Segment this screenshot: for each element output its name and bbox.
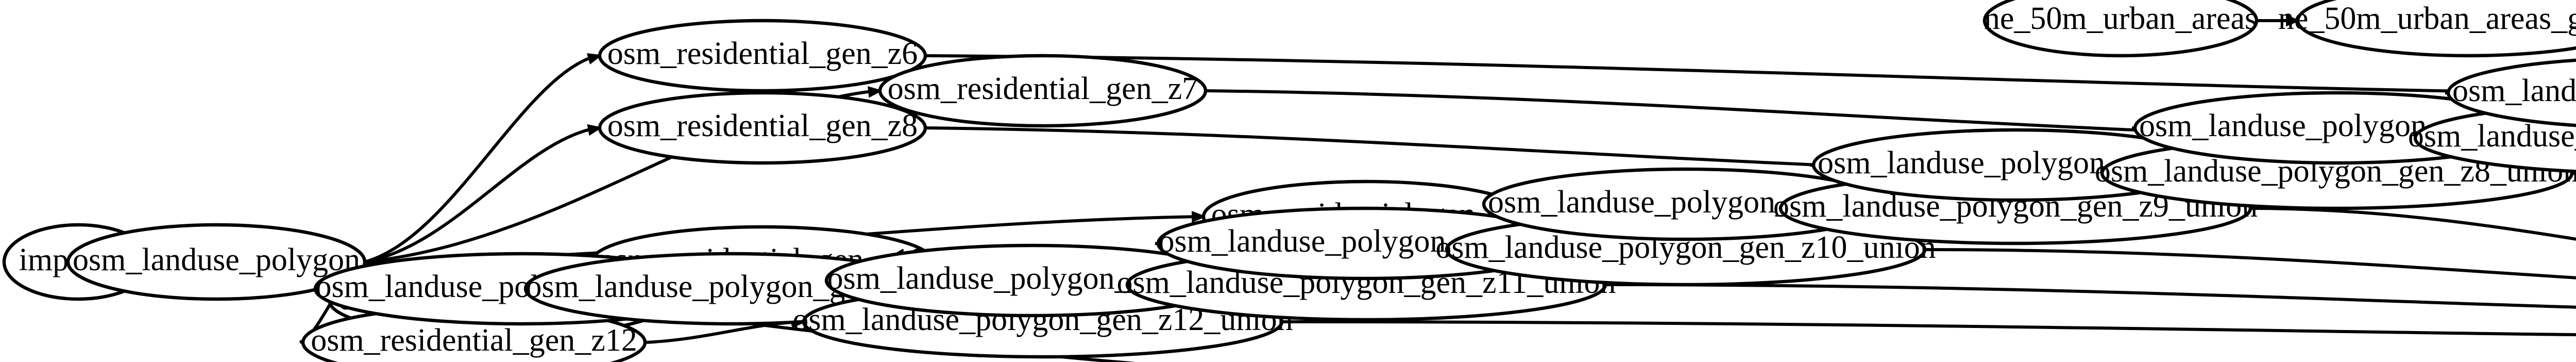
graph-node-ne_50m_urban_areas[interactable]: ne_50m_urban_areas xyxy=(1982,0,2259,58)
edge-osm_landuse_polygon_gen_z9_union--layer_landuse xyxy=(2250,207,2576,241)
node-label: ne_50m_urban_areas_gen_z5 xyxy=(2278,1,2576,36)
graph-node-osm_residential_gen_z7[interactable]: osm_residential_gen_z7 xyxy=(878,54,1208,128)
graph-node-osm_residential_gen_z6[interactable]: osm_residential_gen_z6 xyxy=(598,19,927,93)
node-shape xyxy=(2446,58,2576,127)
node-shape xyxy=(1982,0,2259,58)
edge-arrowhead xyxy=(587,124,603,136)
node-label: osm_residential_gen_z12 xyxy=(311,323,637,358)
edge-osm_landuse_polygon_gen_z10_union--layer_landuse xyxy=(1924,248,2576,279)
node-shape xyxy=(2296,0,2576,58)
node-label: osm_residential_gen_z6 xyxy=(607,36,918,71)
node-shape xyxy=(878,54,1208,128)
node-label: osm_landuse_polygon_gen_z6 xyxy=(2452,73,2576,108)
edge-osm_landuse_polygon_gen_z12_union--layer_landuse xyxy=(1281,320,2576,337)
edge-arrowhead xyxy=(1192,211,1207,223)
edge-osm_landuse_polygon--osm_residential_gen_z6 xyxy=(364,54,597,264)
graph-node-ne_50m_urban_areas_gen_z5[interactable]: ne_50m_urban_areas_gen_z5 xyxy=(2278,0,2576,58)
graph-node-osm_landuse_polygon[interactable]: osm_landuse_polygon xyxy=(66,223,367,301)
edge-osm_landuse_polygon_gen_z11_union--layer_landuse xyxy=(1605,283,2576,309)
graph-node-osm_residential_gen_z8[interactable]: osm_residential_gen_z8 xyxy=(598,91,927,165)
node-label: osm_residential_gen_z8 xyxy=(607,108,918,143)
node-shape xyxy=(66,223,367,301)
node-shape xyxy=(598,19,927,93)
node-label: osm_residential_gen_z7 xyxy=(888,71,1198,106)
edge-arrowhead xyxy=(2286,14,2301,27)
node-shape xyxy=(598,91,927,165)
edge-arrowhead xyxy=(868,86,883,98)
edge-osm_landuse_polygon--osm_residential_gen_z8 xyxy=(364,126,597,264)
graph-node-osm_landuse_polygon_gen_z6[interactable]: osm_landuse_polygon_gen_z6 xyxy=(2446,58,2576,128)
node-label: osm_landuse_polygon xyxy=(73,242,360,277)
edge-arrowhead xyxy=(586,53,603,65)
node-label: ne_50m_urban_areas xyxy=(1984,1,2257,36)
